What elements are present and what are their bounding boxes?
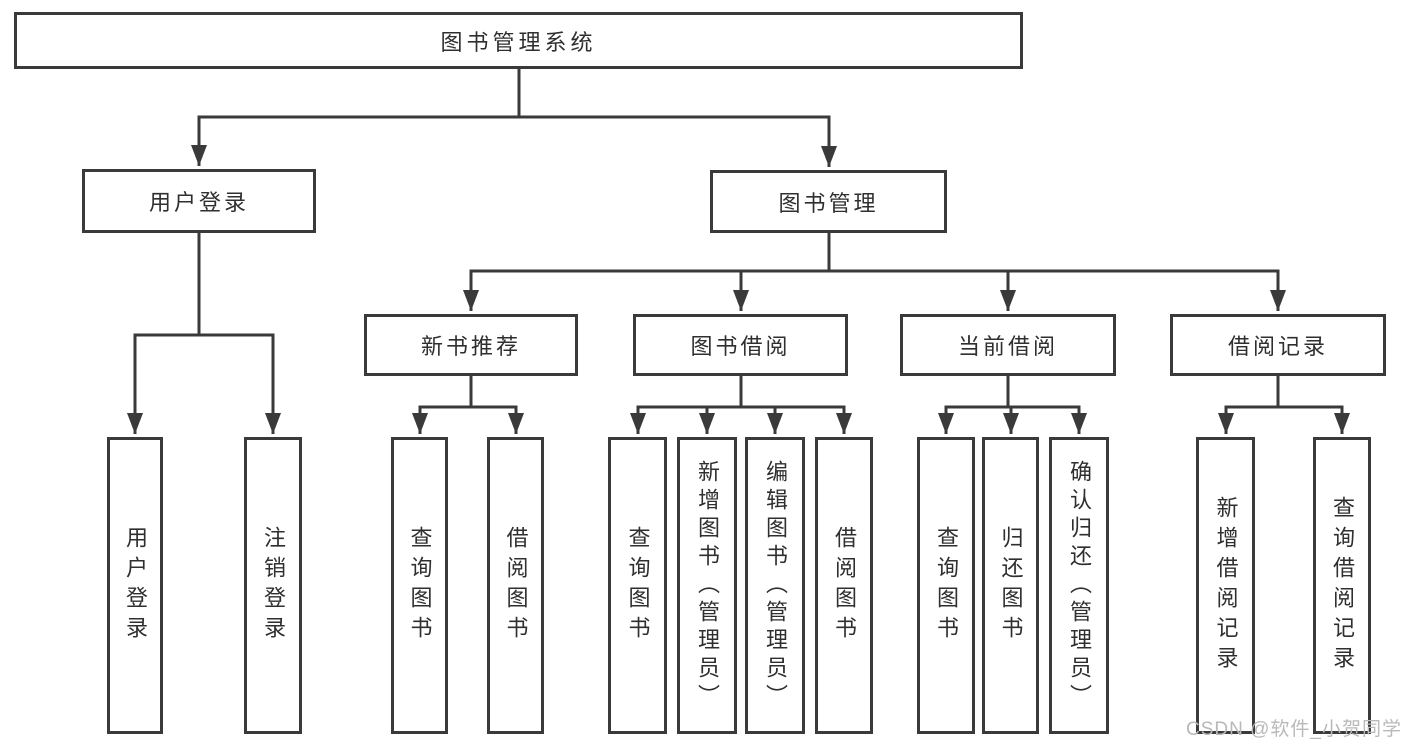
leaf-label: 新增图书（管理员） [695,459,720,712]
node-borrowing-records: 借阅记录 [1170,314,1386,376]
node-new-book-recommend: 新书推荐 [364,314,578,376]
leaf-return-books: 归还图书 [982,437,1039,734]
leaf-label: 确认归还（管理员） [1067,459,1092,712]
leaf-label: 新增借阅记录 [1213,495,1239,676]
leaf-query-books-current: 查询图书 [917,437,975,734]
leaf-borrow-books: 借阅图书 [815,437,873,734]
node-current-borrowing: 当前借阅 [900,314,1116,376]
leaf-label: 查询图书 [625,525,651,646]
leaf-add-books-admin: 新增图书（管理员） [677,437,737,734]
leaf-label: 归还图书 [998,525,1024,646]
leaf-query-borrow-record: 查询借阅记录 [1313,437,1371,734]
node-book-borrowing: 图书借阅 [633,314,848,376]
leaf-user-login: 用户登录 [107,437,163,734]
node-book-management: 图书管理 [710,170,947,233]
leaf-query-books-recommend: 查询图书 [391,437,448,734]
leaf-edit-books-admin: 编辑图书（管理员） [745,437,805,734]
node-user-login: 用户登录 [82,169,316,233]
leaf-label: 用户登录 [123,525,148,646]
leaf-label: 编辑图书（管理员） [763,459,788,712]
leaf-label: 借阅图书 [503,525,529,646]
leaf-add-borrow-record: 新增借阅记录 [1196,437,1255,734]
leaf-label: 注销登录 [261,525,286,646]
leaf-label: 查询借阅记录 [1330,495,1355,676]
node-library-management-system: 图书管理系统 [14,12,1023,69]
leaf-confirm-return-admin: 确认归还（管理员） [1049,437,1109,734]
leaf-logout: 注销登录 [244,437,302,734]
leaf-query-books-borrowing: 查询图书 [608,437,667,734]
leaf-label: 查询图书 [934,525,959,646]
leaf-label: 查询图书 [407,525,433,646]
csdn-watermark: CSDN @软件_小贺同学 [1186,719,1402,740]
leaf-borrow-books-recommend: 借阅图书 [487,437,544,734]
leaf-label: 借阅图书 [832,525,857,646]
